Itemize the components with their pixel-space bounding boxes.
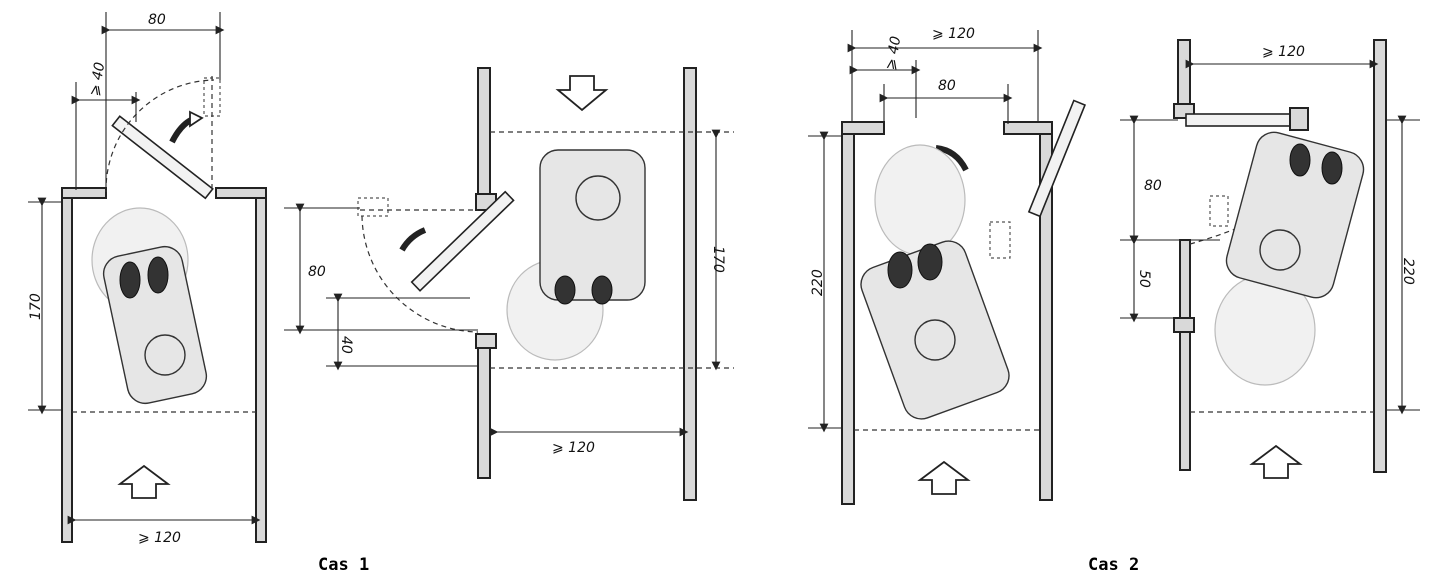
rotate-arrow: [935, 145, 969, 172]
wall-far: [683, 67, 697, 501]
door-leaf: [410, 190, 515, 292]
depth-label: 220: [810, 269, 826, 296]
corridor-width-label: ⩾ 120: [138, 530, 181, 546]
door-frame-left: [841, 121, 885, 135]
side-depth-label: 170: [710, 246, 726, 273]
door-swing-arc: [361, 215, 479, 333]
door-frame-right: [215, 187, 267, 199]
wall-left: [841, 123, 855, 505]
door-leaf: [1027, 99, 1087, 218]
wheelchair-user: [91, 207, 208, 405]
wall-upper: [477, 67, 491, 199]
side-offset-label: 50: [1136, 270, 1152, 288]
door-swing-arc: [105, 79, 215, 193]
top-width-label: ⩾ 120: [932, 26, 975, 42]
cas2-figure-a: ⩾ 120 ⩾ 40 80 220: [808, 26, 1087, 505]
clearance-label: ⩾ 40: [87, 61, 109, 97]
cas1-figure-a: 80 ⩾ 40 170 ⩾ 120: [28, 12, 267, 546]
rotate-arrow-head: [189, 110, 204, 128]
side-door-width-label: 80: [1144, 178, 1162, 194]
side-width-label: ⩾ 120: [1262, 44, 1305, 60]
wheelchair-user: [506, 149, 646, 361]
cas1-caption: Cas 1: [318, 555, 369, 575]
wall-lower: [1179, 239, 1191, 471]
rotate-arrow: [399, 227, 427, 252]
door-jamb-bottom: [1173, 317, 1195, 333]
door-leaf: [111, 115, 214, 200]
depth-label: 170: [28, 293, 44, 320]
direction-arrow-up: [1249, 444, 1303, 479]
wall-lower: [477, 335, 491, 479]
direction-arrow-up: [117, 464, 171, 499]
side-depth-label: 220: [1400, 258, 1416, 285]
side-corridor-width-label: ⩾ 120: [552, 440, 595, 456]
direction-arrow-up: [917, 460, 971, 495]
wheelchair-user: [1214, 131, 1365, 386]
door-width-label: 80: [938, 78, 956, 94]
wall-upper: [1177, 39, 1191, 115]
door-ghost-open: [357, 197, 389, 217]
wall-right: [255, 189, 267, 543]
wheelchair-user: [860, 144, 1010, 420]
side-door-width-label: 80: [308, 264, 326, 280]
clearance-label: ⩾ 40: [883, 35, 905, 71]
door-width-label: 80: [148, 12, 166, 28]
door-frame-right: [1003, 121, 1053, 135]
door-handle-block: [1289, 107, 1309, 131]
cas2-caption: Cas 2: [1088, 555, 1139, 575]
cas1-figure-b: 80 40 170 ⩾ 120: [284, 67, 734, 501]
wall-far: [1373, 39, 1387, 473]
door-frame-left: [61, 187, 107, 199]
direction-arrow-down: [555, 75, 609, 112]
wall-left: [61, 189, 73, 543]
side-offset-label: 40: [338, 336, 354, 354]
door-ghost-open: [1209, 195, 1229, 227]
cas2-figure-b: ⩾ 120 80 50 220: [1120, 39, 1420, 479]
door-jamb-bottom: [475, 333, 497, 349]
door-ghost-open: [989, 221, 1011, 259]
